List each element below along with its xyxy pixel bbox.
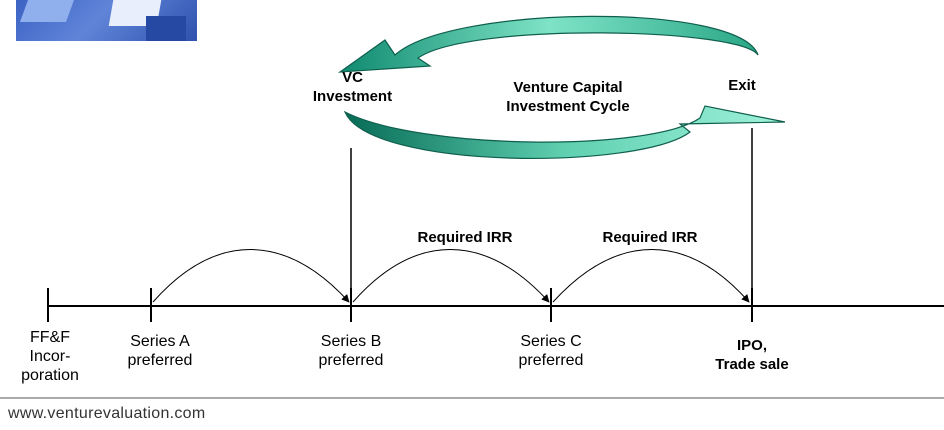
cycle-title: Venture Capital Investment Cycle <box>506 79 630 115</box>
stage-series-b-label: Series B preferred <box>318 333 384 369</box>
irr-arc-b-c <box>352 249 550 303</box>
cycle-arrow-bottom <box>343 105 786 159</box>
cycle-arrow-top <box>337 15 759 73</box>
irr-arc-a-b <box>152 249 350 303</box>
stage-series-a-label: Series A preferred <box>127 333 193 369</box>
stage-ipo-label: IPO, Trade sale <box>715 337 789 373</box>
header-photo <box>16 0 197 41</box>
stage-ffandf-label: FF&F Incor- poration <box>21 329 79 384</box>
footer-url[interactable]: www.venturevaluation.com <box>8 405 206 422</box>
irr-label-c-ipo: Required IRR <box>602 229 698 246</box>
exit-label: Exit <box>728 77 756 94</box>
stage-series-c-label: Series C preferred <box>518 333 584 369</box>
irr-arc-c-ipo <box>552 249 750 303</box>
irr-label-b-c: Required IRR <box>417 229 513 246</box>
vc-investment-label: VC Investment <box>312 69 393 105</box>
